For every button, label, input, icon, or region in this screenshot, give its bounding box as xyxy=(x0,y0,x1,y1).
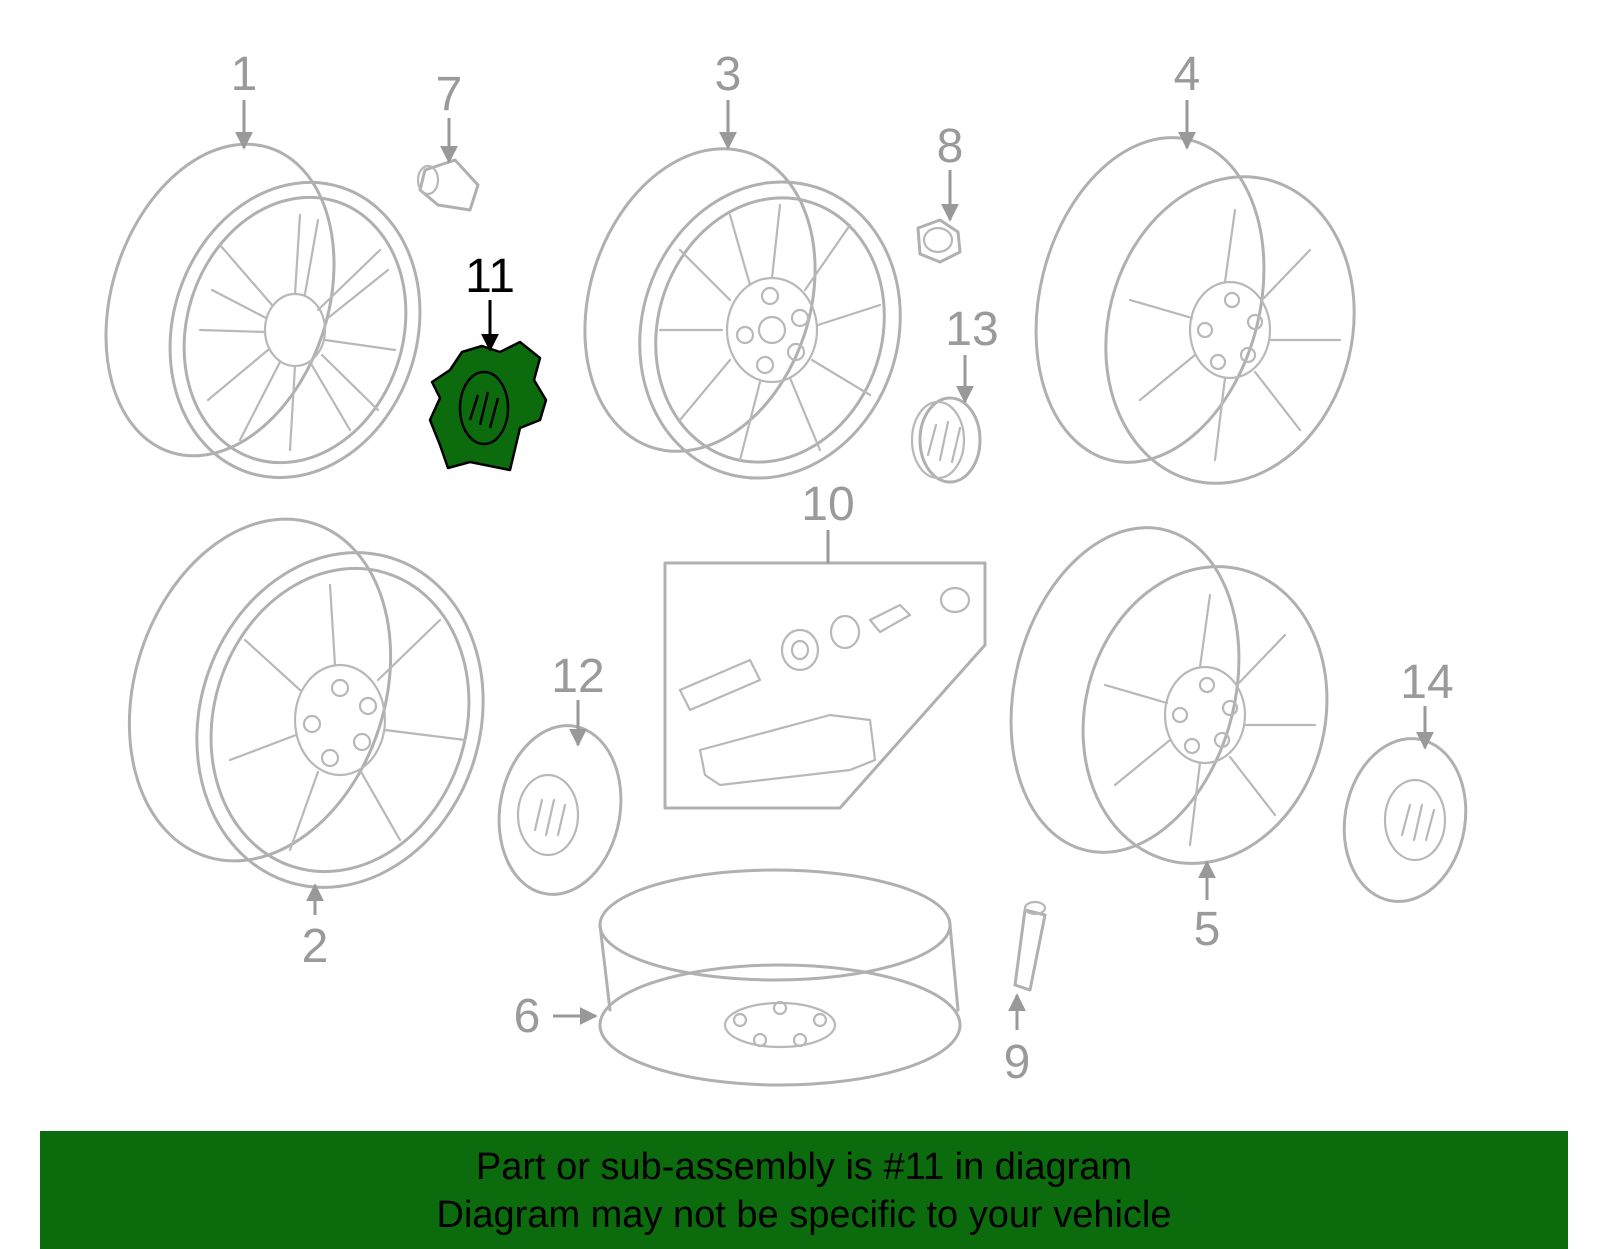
wheel-4 xyxy=(1034,136,1356,485)
tpms-kit-10 xyxy=(663,561,987,810)
wheel-2 xyxy=(127,517,485,889)
spare-wheel-6 xyxy=(598,868,962,1087)
center-cap-11 xyxy=(428,340,548,472)
center-cap-13 xyxy=(910,396,982,484)
callout-12: 12 xyxy=(551,650,604,703)
callout-6: 6 xyxy=(514,990,541,1043)
valve-stem-9 xyxy=(1013,900,1047,992)
callout-11: 11 xyxy=(465,250,515,303)
center-cap-14 xyxy=(1342,737,1468,903)
center-cap-12 xyxy=(497,724,623,896)
wheel-1 xyxy=(104,142,422,480)
lug-nut-7 xyxy=(416,158,480,212)
leader-lines xyxy=(235,100,1434,1030)
callout-3: 3 xyxy=(715,48,742,101)
banner-line-2: Diagram may not be specific to your vehi… xyxy=(436,1194,1172,1236)
callout-5: 5 xyxy=(1194,903,1221,956)
callout-8: 8 xyxy=(937,120,964,173)
callout-14: 14 xyxy=(1400,656,1453,709)
wheel-3 xyxy=(583,147,902,480)
banner-line-1: Part or sub-assembly is #11 in diagram xyxy=(475,1146,1133,1188)
callout-10: 10 xyxy=(801,478,854,531)
callout-4: 4 xyxy=(1174,48,1201,101)
callout-2: 2 xyxy=(302,920,329,973)
callout-1: 1 xyxy=(231,48,258,101)
lug-nut-8 xyxy=(916,218,962,264)
callout-7: 7 xyxy=(436,68,463,121)
callout-13: 13 xyxy=(945,303,998,356)
callout-9: 9 xyxy=(1004,1036,1031,1089)
info-banner: Part or sub-assembly is #11 in diagram D… xyxy=(40,1131,1568,1249)
wheel-5 xyxy=(1009,526,1329,865)
